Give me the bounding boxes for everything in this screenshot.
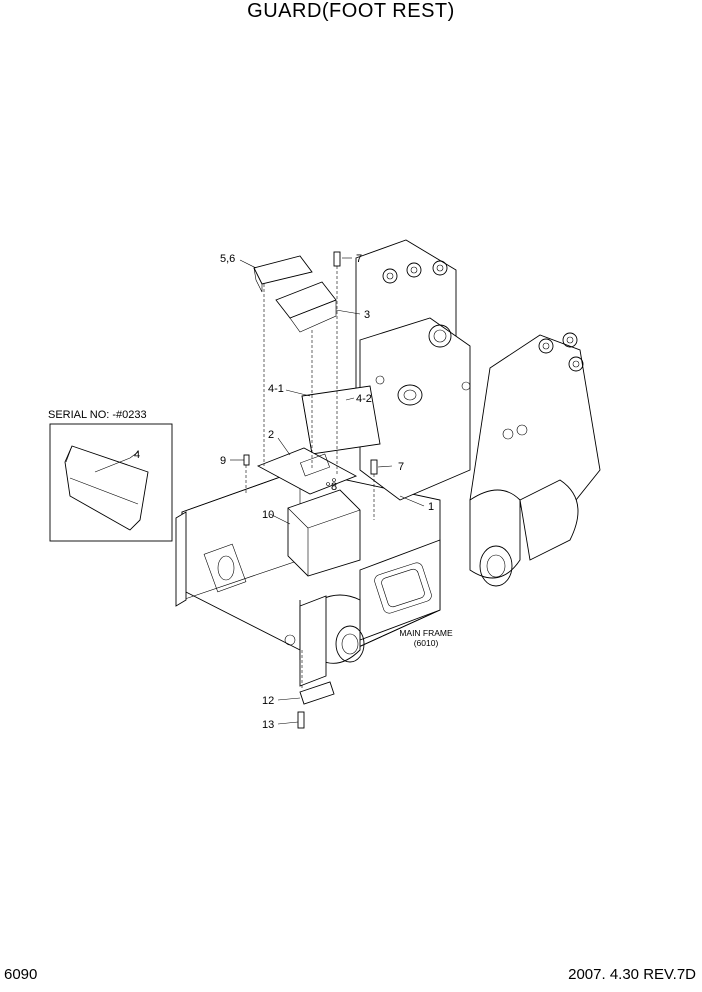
callout-2: 2 <box>268 429 274 441</box>
page-number: 6090 <box>4 966 38 983</box>
callout-8: 8 <box>331 481 337 493</box>
callout-1: 1 <box>428 501 434 513</box>
callout-5-6: 5,6 <box>220 253 235 265</box>
callout-10: 10 <box>262 509 274 521</box>
callout-4-1: 4-1 <box>268 383 284 395</box>
callout-7-top: 7 <box>356 253 362 265</box>
guard-parts <box>253 255 381 705</box>
leader-lines <box>129 257 425 725</box>
callout-13: 13 <box>262 719 274 731</box>
callout-7-mid: 7 <box>398 461 404 473</box>
serial-number-label: SERIAL NO: -#0233 <box>48 409 147 421</box>
page-title: GUARD(FOOT REST) <box>247 0 455 22</box>
main-frame-ref: (6010) <box>414 638 439 648</box>
serial-part-label: 4 <box>134 449 140 461</box>
callout-3: 3 <box>364 309 370 321</box>
callout-9: 9 <box>220 455 226 467</box>
main-frame-drawing <box>175 239 601 687</box>
revision-date: 2007. 4.30 REV.7D <box>568 966 696 983</box>
main-frame-label: MAIN FRAME <box>399 628 453 638</box>
callout-labels: 5,6 7 3 4-1 4-2 2 9 7 8 1 10 12 13 4 SER… <box>48 253 453 731</box>
serial-inset <box>49 423 173 542</box>
callout-4-2: 4-2 <box>356 393 372 405</box>
callout-12: 12 <box>262 695 274 707</box>
